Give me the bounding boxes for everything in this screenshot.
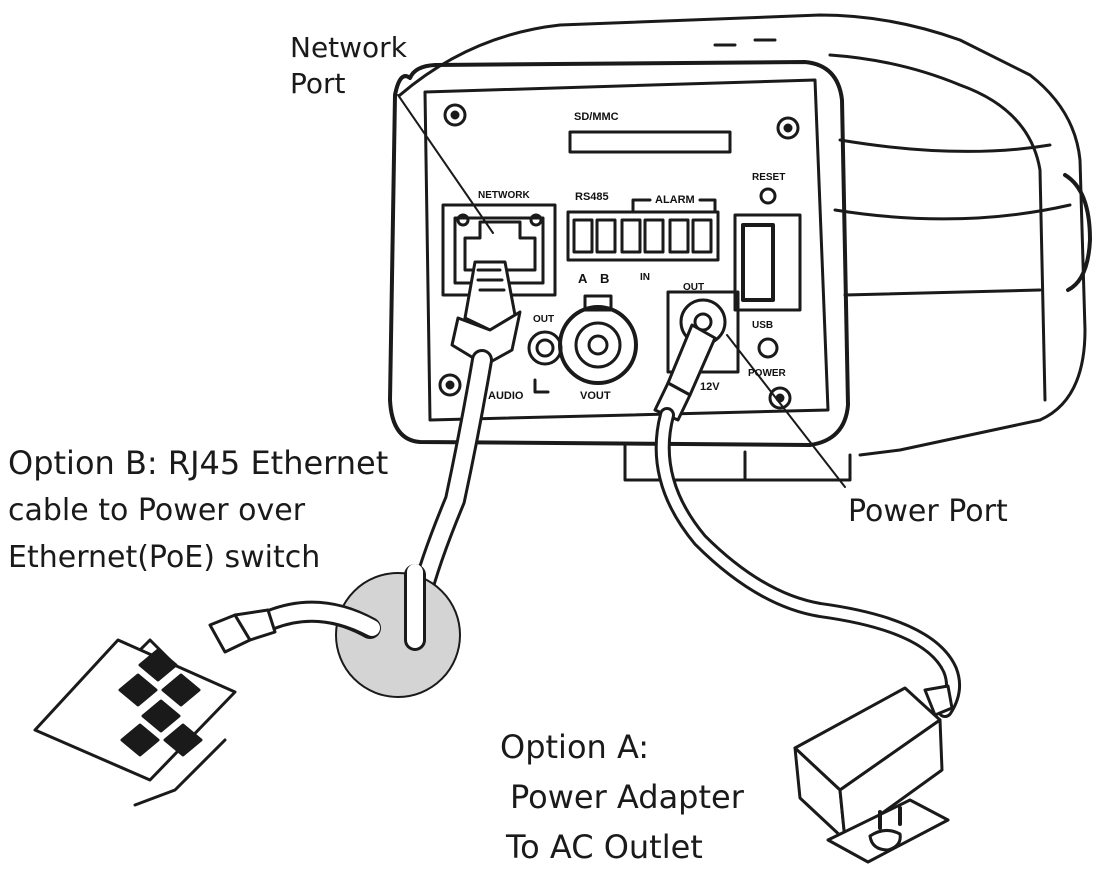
power-adapter <box>793 684 954 842</box>
network-port-callout-line2: Port <box>290 67 346 100</box>
label-vout: VOUT <box>580 390 611 402</box>
option-b-callout: Option B: RJ45 Ethernet cable to Power o… <box>8 440 388 581</box>
poe-zoom-circle <box>335 572 461 698</box>
option-b-callout-line3: Ethernet(PoE) switch <box>8 540 321 575</box>
usb-port <box>733 213 802 312</box>
bnc-video-out <box>558 294 638 385</box>
option-b-callout-line2: cable to Power over <box>8 493 306 528</box>
leader-network <box>397 94 494 234</box>
reset-button <box>759 187 777 205</box>
label-in: IN <box>640 272 650 283</box>
poe-switch <box>33 638 237 807</box>
sd-card-slot <box>568 130 732 154</box>
label-a: A <box>578 271 588 286</box>
option-a-callout-line3: To AC Outlet <box>506 828 703 866</box>
terminal-block <box>566 198 720 262</box>
power-port-callout-text: Power Port <box>848 494 1008 529</box>
rj45-plug <box>450 260 522 367</box>
label-network: NETWORK <box>478 190 530 201</box>
option-a-callout-line1: Option A: <box>500 728 650 766</box>
network-port-callout: Network Port <box>290 30 407 102</box>
power-cable <box>654 407 962 718</box>
label-audio-out: OUT <box>533 314 554 325</box>
power-led <box>757 337 779 359</box>
option-b-callout-line1: Option B: RJ45 Ethernet <box>8 444 389 482</box>
label-b: B <box>600 271 609 286</box>
network-port-callout-line1: Network <box>290 31 407 64</box>
label-12v: 12V <box>700 381 720 393</box>
camera-body <box>398 13 1092 482</box>
label-reset: RESET <box>752 172 785 183</box>
label-rs485: RS485 <box>575 191 609 203</box>
option-a-callout: Option A: Power Adapter To AC Outlet <box>500 722 744 872</box>
label-audio: AUDIO <box>488 390 524 402</box>
audio-out-jack <box>527 330 563 394</box>
label-usb: USB <box>752 320 773 331</box>
rj45-plug-switch-end <box>208 608 277 654</box>
label-alarm-out: OUT <box>683 282 704 293</box>
power-port-callout: Power Port <box>848 493 1008 531</box>
rear-panel <box>388 60 850 447</box>
label-power: POWER <box>748 368 787 379</box>
leader-power <box>726 334 846 488</box>
ac-outlet <box>826 798 950 864</box>
label-sd-card: SD/MMC <box>574 111 619 123</box>
label-alarm: ALARM <box>655 194 695 206</box>
option-a-callout-line2: Power Adapter <box>510 778 744 816</box>
